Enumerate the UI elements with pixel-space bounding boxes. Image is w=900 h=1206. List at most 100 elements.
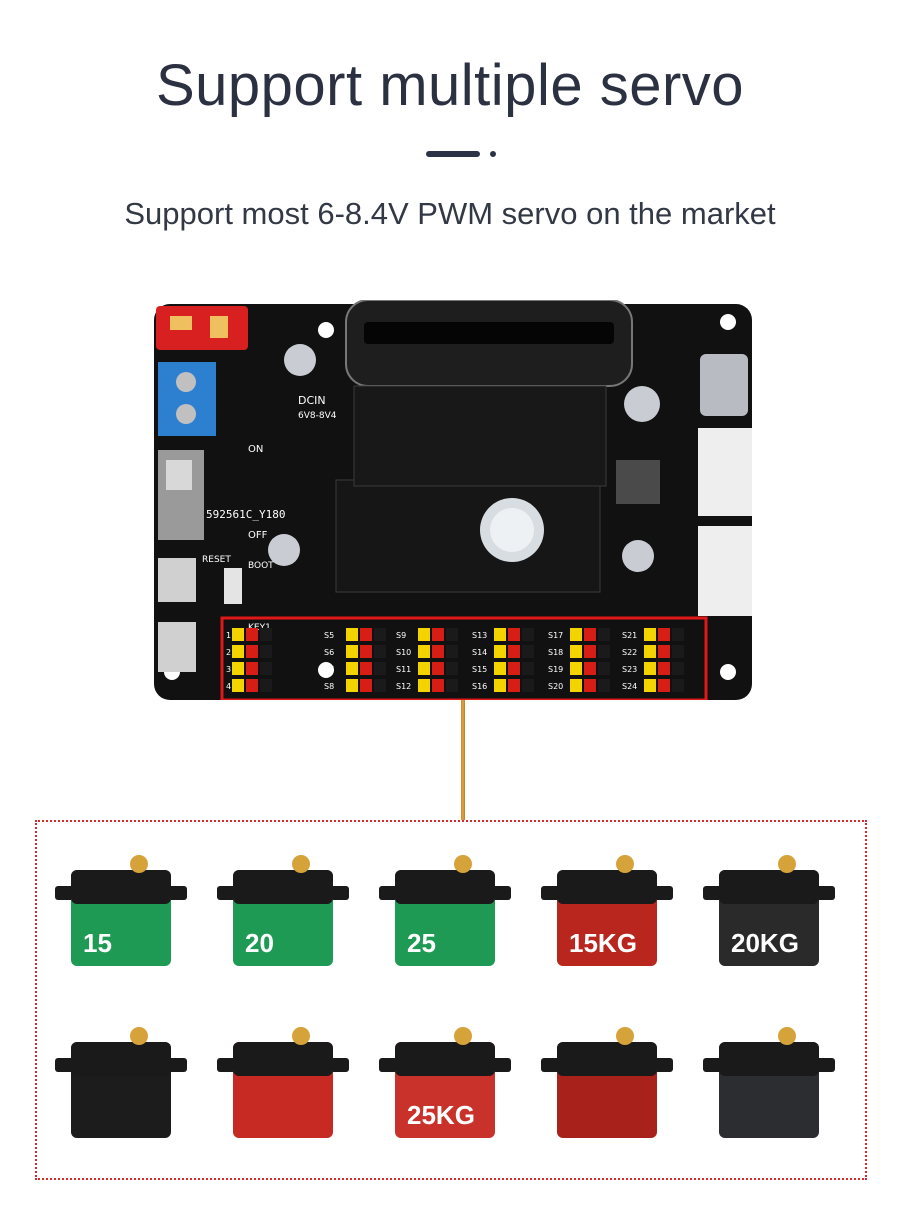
servo-pin xyxy=(446,628,458,641)
servo-top-cap xyxy=(395,1042,495,1076)
mount-hole xyxy=(720,664,736,680)
servo-top-cap xyxy=(719,1042,819,1076)
connector-line xyxy=(461,700,465,820)
servo-pin xyxy=(260,645,272,658)
channel-label: S11 xyxy=(396,665,411,674)
mount-hole xyxy=(318,322,334,338)
servo-pin xyxy=(644,628,656,641)
servo-pin xyxy=(246,628,258,641)
buzzer-face xyxy=(490,508,534,552)
servo-pin xyxy=(522,628,534,641)
channel-label: 4 xyxy=(226,682,231,691)
channel-label: 3 xyxy=(226,665,231,674)
servo-motor: 15 xyxy=(55,855,187,966)
gamepad-slot xyxy=(364,322,614,344)
silkscreen-dcin: DCIN xyxy=(298,394,326,407)
servo-top-cap xyxy=(557,1042,657,1076)
servo-pin xyxy=(658,662,670,675)
power-pin xyxy=(210,316,228,338)
servo-pin xyxy=(672,628,684,641)
servo-pin xyxy=(494,679,506,692)
servo-pin xyxy=(672,679,684,692)
servo-pin xyxy=(522,679,534,692)
servo-pin xyxy=(232,645,244,658)
servo-motor xyxy=(541,1027,673,1138)
servo-top-cap xyxy=(233,1042,333,1076)
capacitor xyxy=(268,534,300,566)
servo-pin xyxy=(418,628,430,641)
servo-motor: 25 xyxy=(379,855,511,966)
servo-pin xyxy=(432,662,444,675)
servo-pin xyxy=(494,645,506,658)
channel-label: S18 xyxy=(548,648,563,657)
servo-pin xyxy=(508,679,520,692)
servo-pin xyxy=(246,645,258,658)
servo-motor xyxy=(55,1027,187,1138)
servo-pin xyxy=(672,662,684,675)
servo-output-gear xyxy=(130,855,148,873)
silkscreen-reset: RESET xyxy=(202,555,231,565)
servo-pin xyxy=(260,679,272,692)
servo-rating-label: 20KG xyxy=(731,928,799,958)
servo-pin xyxy=(346,628,358,641)
servo-pin xyxy=(260,662,272,675)
divider-bar xyxy=(426,151,480,157)
servo-pin xyxy=(508,628,520,641)
servo-output-gear xyxy=(130,1027,148,1045)
silkscreen-off: OFF xyxy=(248,530,268,541)
servo-pin xyxy=(446,679,458,692)
channel-label: S22 xyxy=(622,648,637,657)
servo-output-gear xyxy=(778,1027,796,1045)
channel-label: S13 xyxy=(472,631,487,640)
channel-label: S8 xyxy=(324,682,334,691)
servo-rating-label: 15KG xyxy=(569,928,637,958)
reset-button xyxy=(158,558,196,602)
servo-pin xyxy=(494,628,506,641)
silkscreen-on: ON xyxy=(248,444,263,455)
servo-pin xyxy=(374,628,386,641)
channel-label: S20 xyxy=(548,682,563,691)
channel-label: 1 xyxy=(226,631,231,640)
servo-output-gear xyxy=(454,1027,472,1045)
servo-top-cap xyxy=(233,870,333,904)
servo-pin xyxy=(360,645,372,658)
servo-pin xyxy=(522,645,534,658)
inductor xyxy=(616,460,660,504)
servo-pin xyxy=(658,628,670,641)
terminal-screw xyxy=(176,372,196,392)
silkscreen-voltage-range: 6V8-8V4 xyxy=(298,411,337,421)
servo-pin xyxy=(432,628,444,641)
channel-label: S14 xyxy=(472,648,487,657)
channel-label: S7 xyxy=(324,665,334,674)
servo-pin xyxy=(584,628,596,641)
servo-pin xyxy=(246,679,258,692)
channel-label: S24 xyxy=(622,682,637,691)
channel-label: S9 xyxy=(396,631,406,640)
servo-pin xyxy=(584,679,596,692)
servo-pin xyxy=(508,662,520,675)
servo-pin xyxy=(598,628,610,641)
power-pin xyxy=(170,316,192,330)
channel-label: S21 xyxy=(622,631,637,640)
servo-motor xyxy=(703,1027,835,1138)
servo-pin-header: 1234S5S6S7S8S9S10S11S12S13S14S15S16S17S1… xyxy=(226,628,684,692)
servo-output-gear xyxy=(454,855,472,873)
mount-hole xyxy=(318,662,334,678)
servo-pin xyxy=(346,645,358,658)
servo-pin xyxy=(446,645,458,658)
servo-pin xyxy=(570,628,582,641)
servo-pin xyxy=(644,645,656,658)
divider-dot xyxy=(490,151,496,157)
silkscreen-key1: KEY1 xyxy=(248,623,271,633)
terminal-screw xyxy=(176,404,196,424)
boot-button xyxy=(224,568,242,604)
servo-pin xyxy=(570,645,582,658)
channel-label: S19 xyxy=(548,665,563,674)
usb-port xyxy=(700,354,748,416)
servo-motor: 20 xyxy=(217,855,349,966)
servo-output-gear xyxy=(616,855,634,873)
servo-rating-label: 20 xyxy=(245,928,274,958)
channel-label: S16 xyxy=(472,682,487,691)
